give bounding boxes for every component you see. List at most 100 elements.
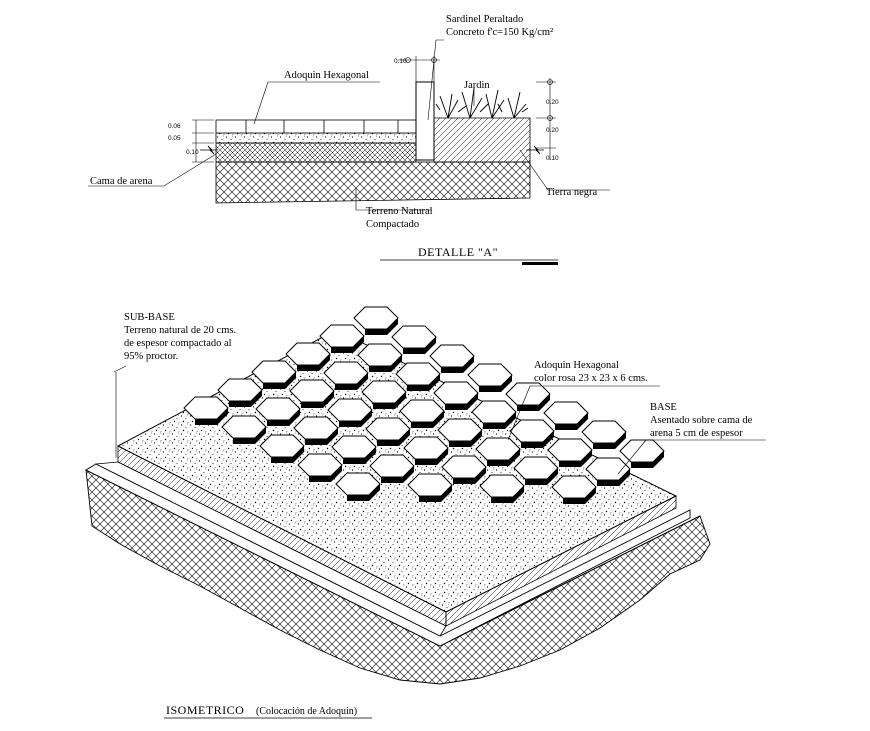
paver-edge — [441, 356, 474, 373]
paver-edge — [365, 318, 398, 335]
dim-left-1: 0.06 — [168, 123, 181, 130]
hexagonal-paver — [471, 400, 517, 424]
paver-edge — [453, 467, 486, 484]
paver-edge — [195, 408, 228, 425]
hexagonal-paver — [327, 398, 373, 422]
natural-ground-layer — [215, 161, 531, 204]
hexagonal-paver — [479, 474, 525, 498]
iso-paver-line2: color rosa 23 x 23 x 6 cms. — [534, 373, 648, 384]
curb-label-line1: Sardinel Peraltado — [446, 14, 523, 25]
dim-right-2: 0.20 — [546, 127, 559, 134]
hexagonal-paver — [259, 434, 305, 458]
paver-edge — [593, 432, 626, 449]
hexagonal-paver — [433, 381, 479, 405]
subbase-line3: 95% proctor. — [124, 351, 178, 362]
hexagonal-paver — [543, 401, 589, 425]
paver-edge — [301, 391, 334, 408]
left-dimensions — [192, 119, 214, 163]
hexagonal-paver — [547, 438, 593, 462]
topsoil-label: Tierra negra — [546, 187, 598, 198]
dim-right-1: 0.20 — [546, 99, 559, 106]
paver-row — [215, 119, 417, 134]
paver-edge — [559, 450, 592, 467]
paver-edge — [415, 448, 448, 465]
topsoil-layer — [433, 117, 531, 163]
hexagonal-paver — [509, 419, 555, 443]
paver-edge — [229, 390, 262, 407]
paver-edge — [233, 427, 266, 444]
paver-edge — [479, 375, 512, 392]
hexagonal-paver — [399, 399, 445, 423]
garden-plants — [435, 87, 529, 119]
iso-subbase-slab — [85, 445, 691, 647]
hexagonal-paver — [357, 343, 403, 367]
hexagonal-paver — [429, 344, 475, 368]
hexagonal-paver — [251, 360, 297, 384]
break-lines — [200, 145, 544, 155]
hexagonal-paver — [395, 362, 441, 386]
paver-edge — [369, 355, 402, 372]
paver-edge — [373, 392, 406, 409]
paver-label: Adoquin Hexagonal — [284, 70, 369, 81]
hexagonal-paver — [369, 454, 415, 478]
hexagonal-paver — [323, 361, 369, 385]
paver-edge — [491, 486, 524, 503]
paver-edge — [331, 336, 364, 353]
paver-edge — [631, 451, 664, 468]
concrete-curb — [415, 81, 435, 161]
hexagonal-paver — [297, 453, 343, 477]
hexagonal-paver — [585, 457, 631, 481]
paver-edge — [339, 410, 372, 427]
base-title: BASE — [650, 402, 677, 413]
sand-bed-label: Cama de arena — [90, 176, 153, 187]
paver-edge — [263, 372, 296, 389]
subbase-title: SUB-BASE — [124, 312, 175, 323]
paver-edge — [525, 468, 558, 485]
paver-edge — [347, 484, 380, 501]
hexagonal-paver — [391, 325, 437, 349]
detail-leader-lines — [88, 39, 610, 211]
hexagonal-paver — [217, 378, 263, 402]
hexagonal-paver — [513, 456, 559, 480]
iso-paver-line1: Adoquin Hexagonal — [534, 360, 619, 371]
base-line1: Asentado sobre cama de — [650, 415, 753, 426]
paver-edge — [487, 449, 520, 466]
sand-bed-layer — [215, 132, 417, 144]
paver-edge — [377, 429, 410, 446]
paver-edge — [343, 447, 376, 464]
paver-edge — [403, 337, 436, 354]
hexagonal-paver — [467, 363, 513, 387]
hexagonal-paver — [437, 418, 483, 442]
hexagonal-paver — [289, 379, 335, 403]
paver-edge — [381, 466, 414, 483]
detail-title: DETALLE "A" — [418, 245, 498, 259]
hexagonal-paver — [293, 416, 339, 440]
paver-edge — [517, 394, 550, 411]
detail-title-underline — [380, 259, 558, 265]
hexagonal-paver — [581, 420, 627, 444]
paver-edge — [335, 373, 368, 390]
garden-label: Jardin — [464, 80, 490, 91]
paver-edge — [555, 413, 588, 430]
hexagonal-paver — [255, 397, 301, 421]
iso-hexagonal-pavers — [183, 306, 665, 504]
paver-edge — [563, 487, 596, 504]
paver-edge — [419, 485, 452, 502]
dim-left-3: 0.10 — [186, 149, 199, 156]
paver-edge — [483, 412, 516, 429]
ground-label-line1: Terreno Natural — [366, 206, 433, 217]
ground-label-line2: Compactado — [366, 219, 419, 230]
hexagonal-paver — [335, 472, 381, 496]
subbase-layer — [215, 142, 417, 163]
hexagonal-paver — [353, 306, 399, 330]
hexagonal-paver — [361, 380, 407, 404]
paver-edge — [309, 465, 342, 482]
base-line2: arena 5 cm de espesor — [650, 428, 743, 439]
hexagonal-paver — [365, 417, 411, 441]
hexagonal-paver — [285, 342, 331, 366]
hexagonal-paver — [221, 415, 267, 439]
paver-edge — [407, 374, 440, 391]
hexagonal-paver — [407, 473, 453, 497]
hexagonal-paver — [441, 455, 487, 479]
